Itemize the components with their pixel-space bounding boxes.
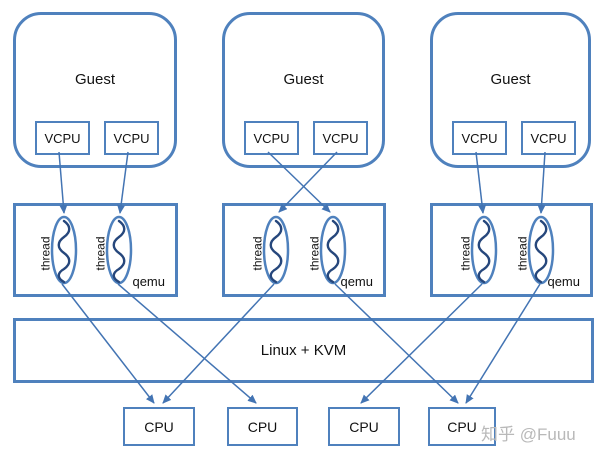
vcpu-box: VCPU — [452, 121, 507, 155]
cpu-box-4: CPU — [428, 407, 496, 446]
vcpu-box: VCPU — [313, 121, 368, 155]
linux-kvm-bar: Linux + KVM — [13, 318, 594, 383]
vcpu-box: VCPU — [104, 121, 159, 155]
qemu-label: qemu — [547, 274, 580, 289]
guest-box-3: Guest VCPU VCPU — [430, 12, 591, 168]
vcpu-box: VCPU — [521, 121, 576, 155]
thread-label: thread — [250, 236, 265, 271]
vcpu-box: VCPU — [35, 121, 90, 155]
thread-label: thread — [38, 236, 53, 271]
vcpu-label: VCPU — [113, 130, 150, 146]
thread-label: thread — [307, 236, 322, 271]
guest-box-2: Guest VCPU VCPU — [222, 12, 385, 168]
vcpu-label: VCPU — [44, 130, 81, 146]
cpu-box-3: CPU — [328, 407, 400, 446]
qemu-box-3: thread thread qemu — [430, 203, 593, 297]
vcpu-label: VCPU — [461, 130, 498, 146]
thread-label: thread — [458, 236, 473, 271]
vcpu-label: VCPU — [530, 130, 567, 146]
qemu-box-2: thread thread qemu — [222, 203, 386, 297]
qemu-box-1: thread thread qemu — [13, 203, 178, 297]
thread-label: thread — [515, 236, 530, 271]
cpu-label: CPU — [447, 418, 477, 435]
guest-label: Guest — [490, 71, 531, 88]
guest-box-1: Guest VCPU VCPU — [13, 12, 177, 168]
vcpu-box: VCPU — [244, 121, 299, 155]
guest-label: Guest — [283, 71, 324, 88]
vcpu-label: VCPU — [322, 130, 359, 146]
linux-kvm-label: Linux + KVM — [260, 342, 347, 359]
cpu-box-1: CPU — [123, 407, 195, 446]
qemu-label: qemu — [340, 274, 373, 289]
cpu-label: CPU — [144, 418, 174, 435]
vcpu-label: VCPU — [253, 130, 290, 146]
thread-label: thread — [93, 236, 108, 271]
guest-label: Guest — [74, 71, 116, 88]
cpu-label: CPU — [247, 418, 278, 435]
cpu-label: CPU — [349, 418, 379, 435]
cpu-box-2: CPU — [227, 407, 298, 446]
qemu-label: qemu — [132, 274, 165, 289]
watermark-text: 知乎 @Fuuu — [481, 425, 576, 444]
